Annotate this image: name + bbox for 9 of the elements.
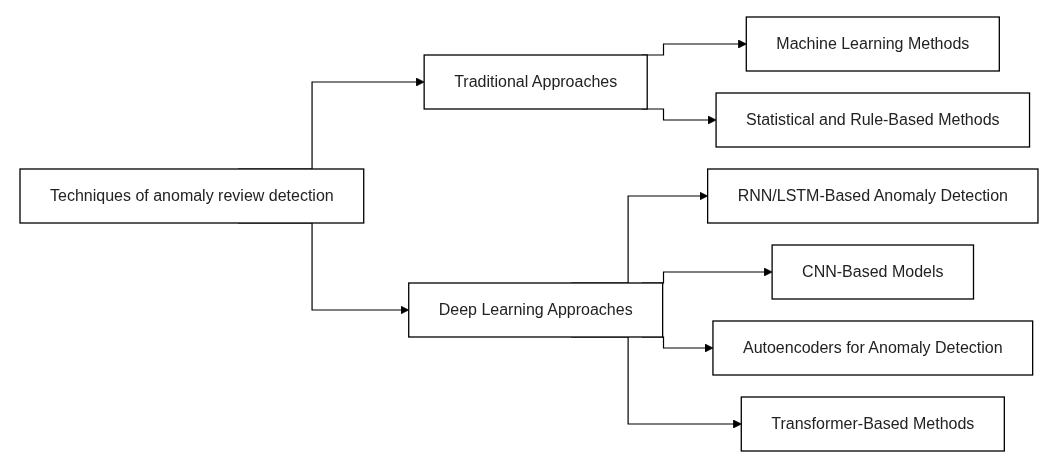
node-box: Traditional Approaches	[423, 54, 648, 110]
node-box: Machine Learning Methods	[745, 16, 1000, 72]
node-box: Autoencoders for Anomaly Detection	[712, 320, 1034, 376]
node-box: Techniques of anomaly review detection	[19, 168, 365, 224]
node-box: Deep Learning Approaches	[408, 282, 664, 338]
node-box: Transformer-Based Methods	[740, 396, 1005, 452]
node-box: Statistical and Rule-Based Methods	[715, 92, 1031, 148]
node-box: RNN/LSTM-Based Anomaly Detection	[707, 168, 1039, 224]
node-box: CNN-Based Models	[771, 244, 975, 300]
